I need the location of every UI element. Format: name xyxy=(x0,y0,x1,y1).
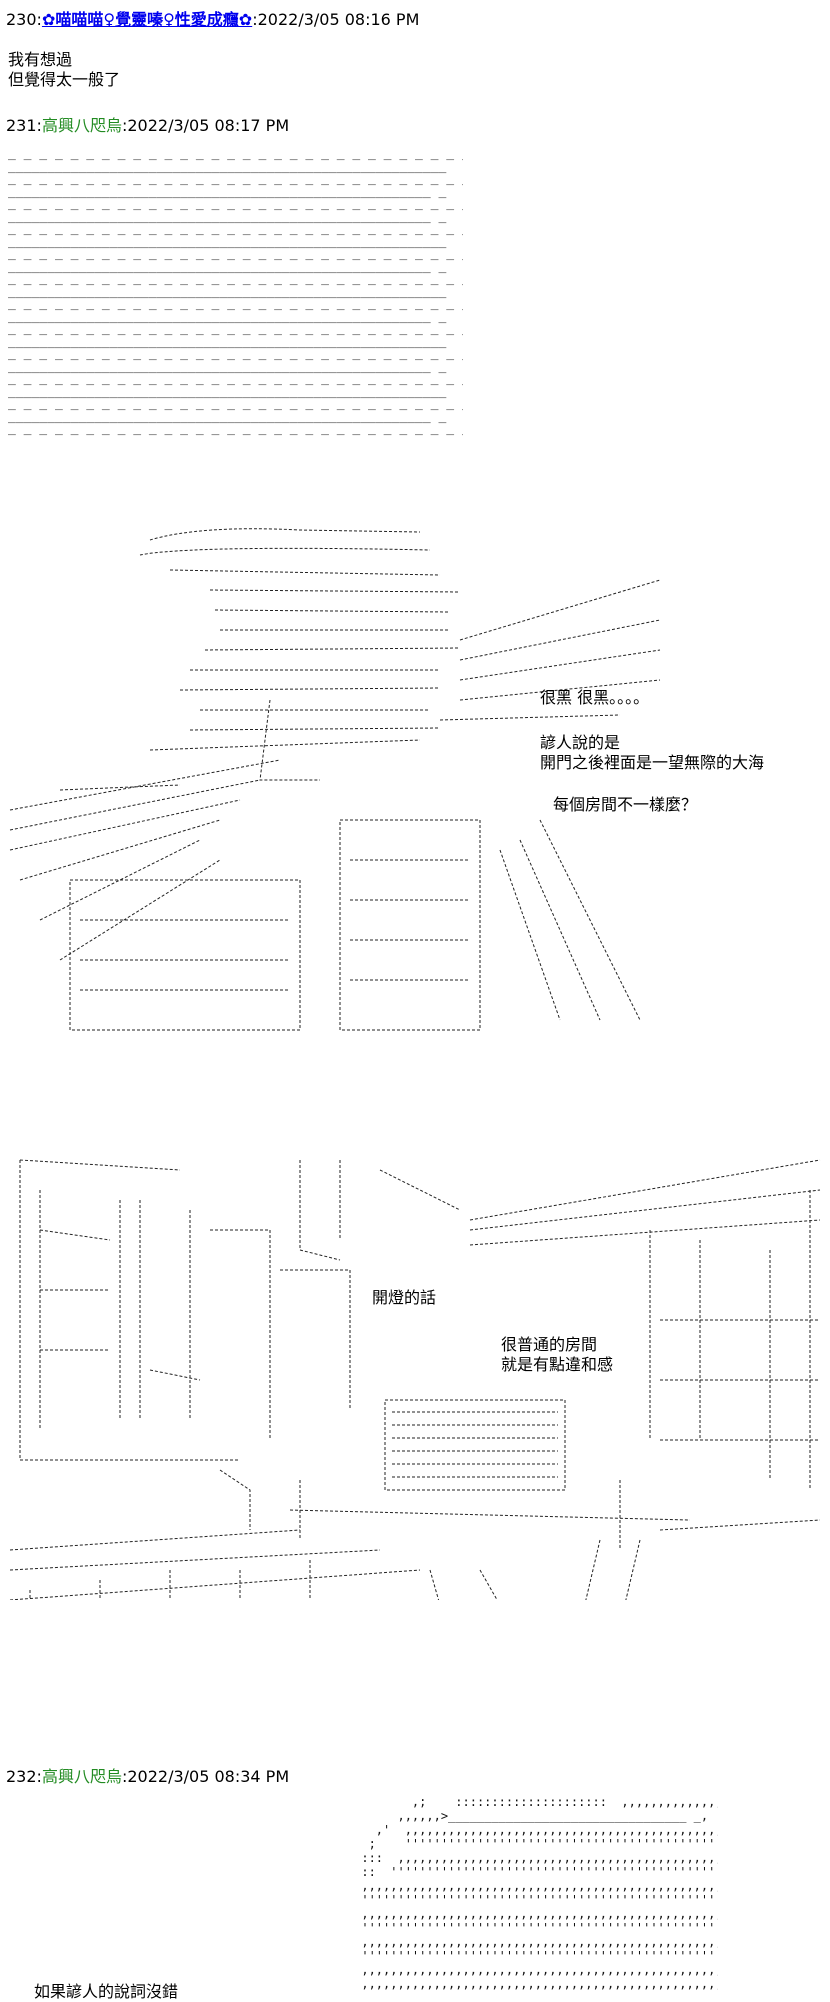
caption-ordinary-room: 很普通的房間 xyxy=(501,1335,598,1354)
bottom-ascii-art: ,; ::::::::::::::::::::: ,,,,,,,,,,,,,,,… xyxy=(361,1795,718,1991)
poster-name: 高興八咫烏 xyxy=(41,1767,122,1786)
post-datetime: :2022/3/05 08:17 PM xyxy=(121,116,290,135)
caption-strange-feeling: 就是有點違和感 xyxy=(501,1355,614,1374)
caption-speaker: 諺人說的是 xyxy=(540,733,621,752)
dashed-ascii-art: _ _ _ _ _ _ _ _ _ _ _ _ _ _ _ _ _ _ _ _ … xyxy=(8,148,463,436)
caption-lights-on: 開燈的話 xyxy=(372,1288,437,1307)
post-datetime: :2022/3/05 08:16 PM xyxy=(252,10,420,29)
post-232-header: 232:高興八咫烏:2022/3/05 08:34 PM xyxy=(6,1763,289,1787)
post-number: 232: xyxy=(6,1767,42,1786)
room-ascii-scene xyxy=(9,1159,821,1600)
caption-if-true: 如果諺人的說詞沒錯 xyxy=(34,1982,179,2001)
hallway-ascii-scene xyxy=(9,528,661,1031)
caption-darkness: 很黑 很黑。。。。 xyxy=(540,688,650,707)
body-line: 但覺得太一般了 xyxy=(8,70,121,89)
poster-name: 高興八咫烏 xyxy=(41,116,122,135)
poster-name-link[interactable]: ✿喵喵喵♀覺靈嗪♀性愛成癮✿ xyxy=(41,10,253,29)
post-datetime: :2022/3/05 08:34 PM xyxy=(121,1767,290,1786)
post-230-header: 230:✿喵喵喵♀覺靈嗪♀性愛成癮✿:2022/3/05 08:16 PM xyxy=(6,6,419,30)
body-line: 我有想過 xyxy=(8,50,73,69)
post-230-body: 我有想過但覺得太一般了 xyxy=(8,50,120,90)
post-231-header: 231:高興八咫烏:2022/3/05 08:17 PM xyxy=(6,112,289,136)
post-number: 231: xyxy=(6,116,42,135)
post-number: 230: xyxy=(6,10,42,29)
caption-ocean: 開門之後裡面是一望無際的大海 xyxy=(540,753,765,772)
caption-each-room: 每個房間不一樣麼？ xyxy=(553,795,698,814)
